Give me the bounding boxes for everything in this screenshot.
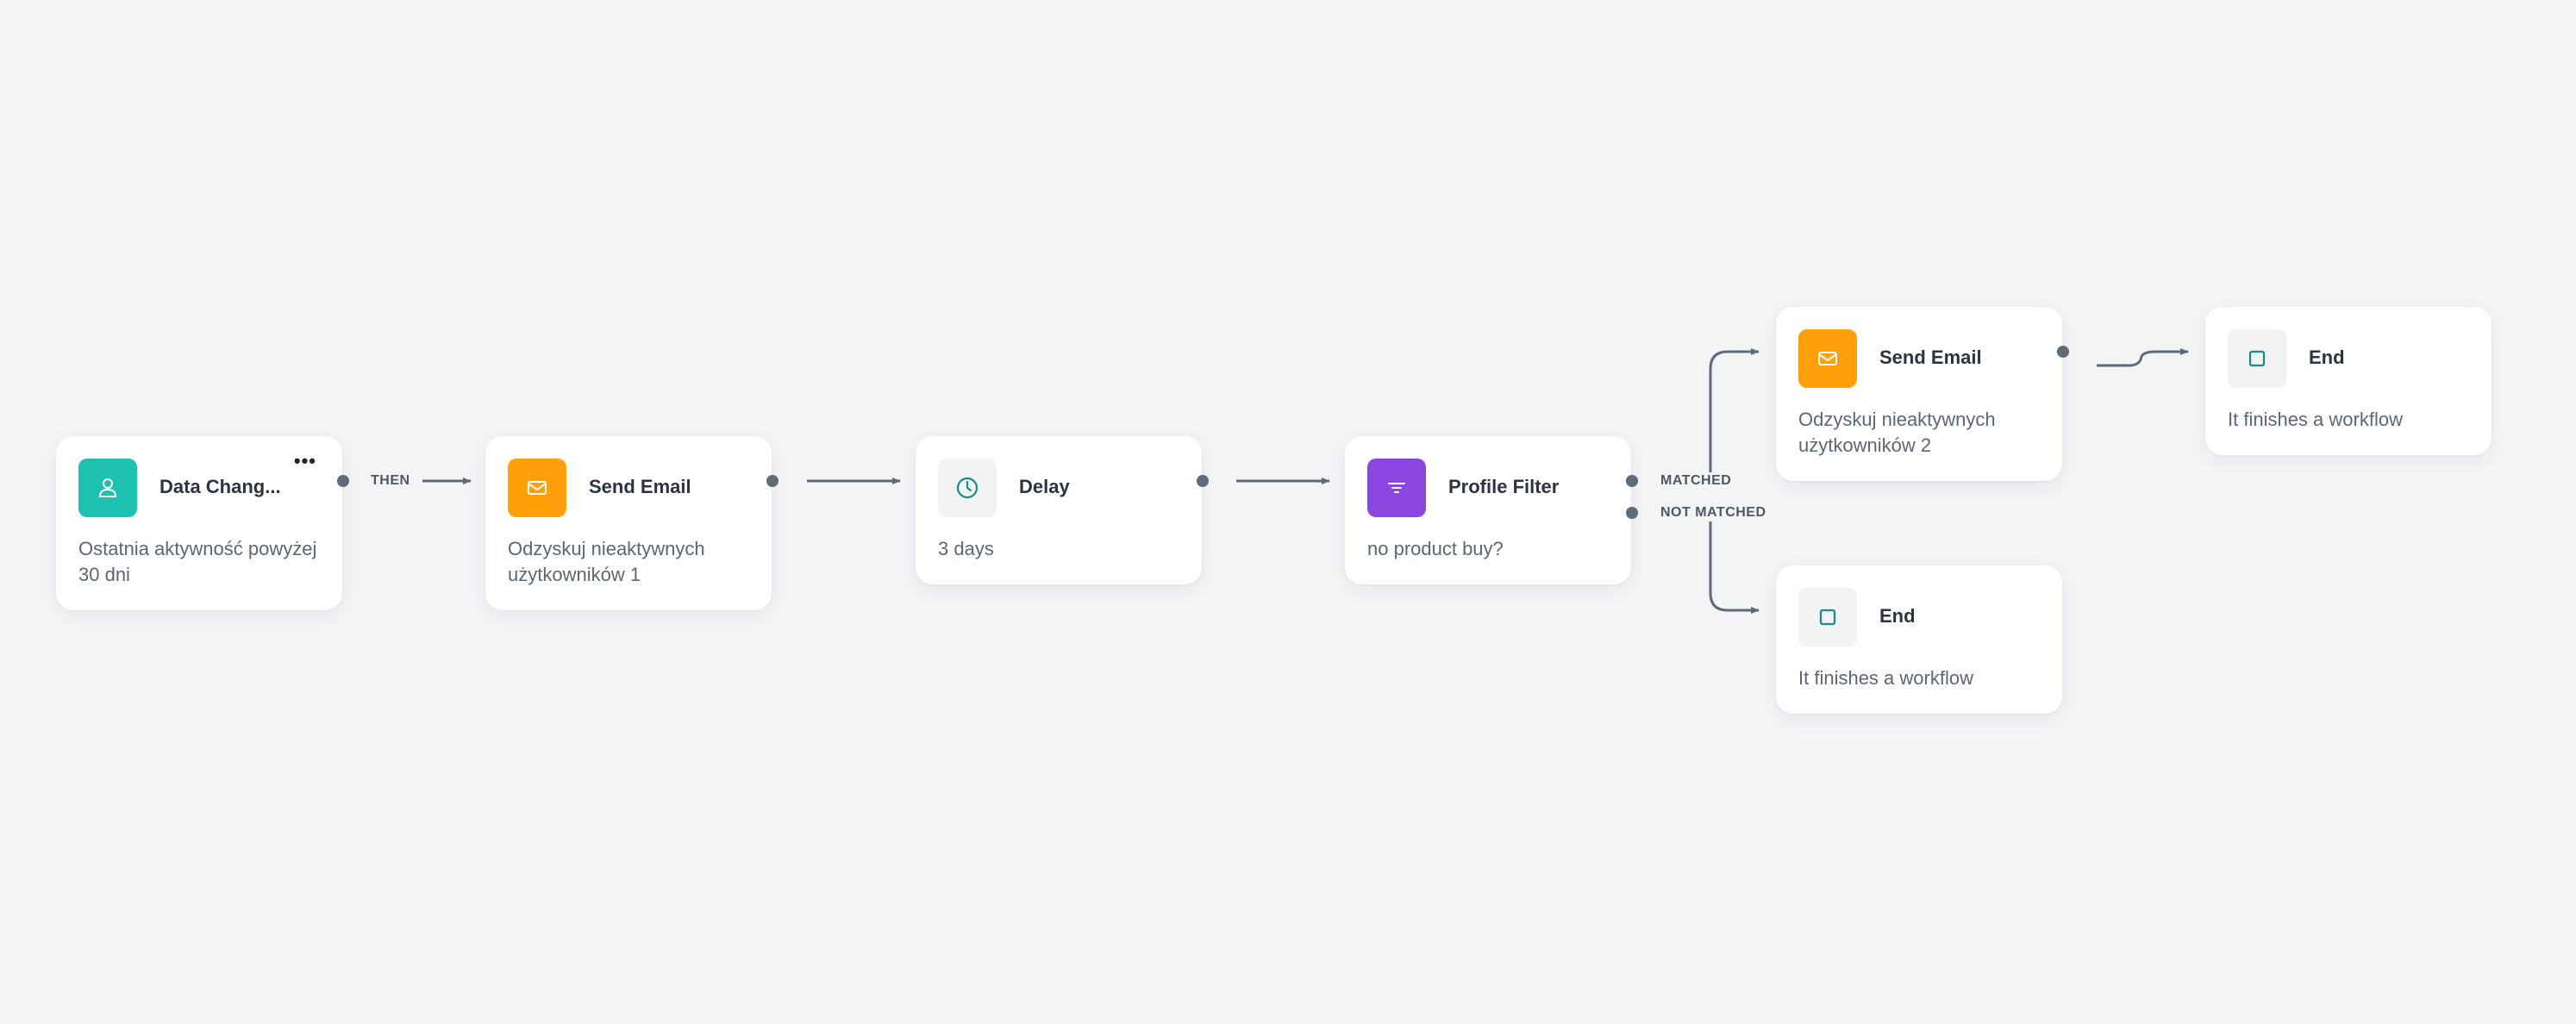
node-title: Delay [1019, 476, 1070, 497]
node-title: Profile Filter [1448, 476, 1560, 497]
node-title: Data Chang... [159, 476, 281, 497]
envelope-icon [508, 459, 566, 517]
output-port-not-matched[interactable] [1626, 507, 1638, 519]
node-title: End [2309, 347, 2345, 368]
clock-icon [938, 459, 997, 517]
node-send-email-2[interactable]: Send Email Odzyskuj nieaktywnych użytkow… [1776, 307, 2062, 481]
edge-label-then: THEN [371, 473, 410, 488]
output-port[interactable] [1197, 475, 1209, 487]
node-send-email-1[interactable]: Send Email Odzyskuj nieaktywnych użytkow… [485, 436, 772, 610]
node-title: End [1879, 605, 1916, 627]
connector-email2-to-end [2097, 348, 2189, 367]
connector-matched-to-email2 [1709, 348, 1760, 472]
square-icon [1798, 588, 1857, 646]
output-port[interactable] [2057, 346, 2069, 358]
filter-icon [1367, 459, 1426, 517]
node-data-change-trigger[interactable]: Data Chang... ••• Ostatnia aktywność pow… [56, 436, 342, 610]
node-description: no product buy? [1367, 538, 1504, 559]
node-end-1[interactable]: End It finishes a workflow [2205, 307, 2492, 455]
node-end-2[interactable]: End It finishes a workflow [1776, 565, 2062, 714]
node-profile-filter[interactable]: Profile Filter no product buy? [1345, 436, 1631, 584]
connector-not-matched-to-end [1709, 521, 1760, 614]
node-description: Odzyskuj nieaktywnych użytkowników 1 [508, 538, 705, 585]
output-port[interactable] [337, 475, 349, 487]
output-port[interactable] [766, 475, 778, 487]
more-options-icon[interactable]: ••• [293, 450, 316, 471]
node-title: Send Email [589, 476, 691, 497]
node-delay[interactable]: Delay 3 days [916, 436, 1202, 584]
edge-label-matched: MATCHED [1660, 473, 1732, 488]
node-description: Ostatnia aktywność powyżej 30 dni [78, 538, 317, 585]
node-description: 3 days [938, 538, 994, 559]
output-port-matched[interactable] [1626, 475, 1638, 487]
user-icon [78, 459, 137, 517]
square-icon [2228, 329, 2286, 388]
edge-label-not-matched: NOT MATCHED [1660, 505, 1766, 520]
node-description: Odzyskuj nieaktywnych użytkowników 2 [1798, 409, 1996, 456]
node-description: It finishes a workflow [2228, 409, 2403, 430]
node-description: It finishes a workflow [1798, 667, 1973, 689]
envelope-icon [1798, 329, 1857, 388]
node-title: Send Email [1879, 347, 1982, 368]
